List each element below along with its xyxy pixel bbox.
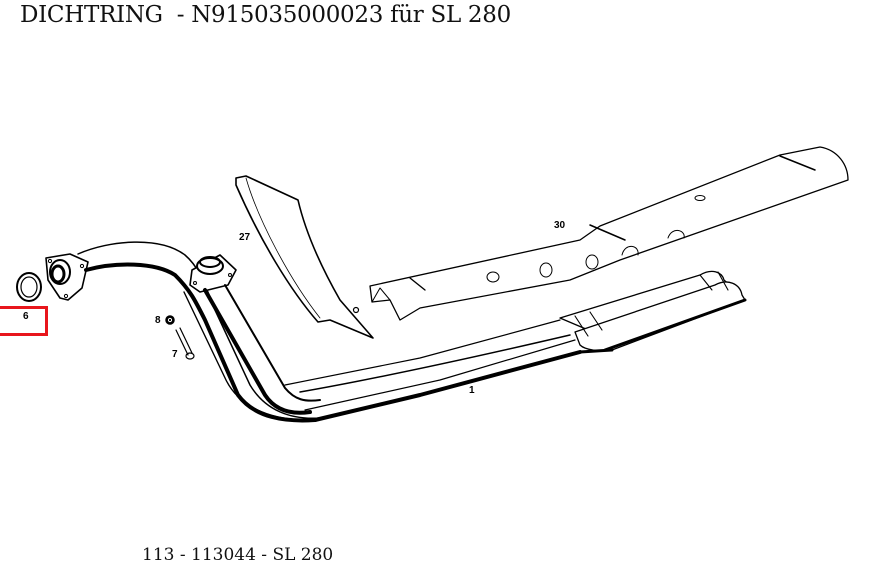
callout-27[interactable]: 27 bbox=[239, 232, 251, 243]
heat-shield-30 bbox=[369, 146, 849, 321]
rear-flange bbox=[189, 254, 237, 293]
callout-7[interactable]: 7 bbox=[172, 349, 178, 360]
front-flange bbox=[45, 253, 89, 301]
exhaust-pipes bbox=[284, 319, 582, 422]
selected-part-highlight bbox=[0, 306, 48, 336]
callout-1[interactable]: 1 bbox=[469, 385, 475, 396]
nut-part[interactable] bbox=[165, 315, 175, 325]
diagram-caption: 113 - 113044 - SL 280 bbox=[142, 545, 334, 565]
callout-30[interactable]: 30 bbox=[554, 220, 566, 231]
heat-shield-27 bbox=[235, 175, 374, 339]
callout-8[interactable]: 8 bbox=[155, 315, 161, 326]
rear-downpipe bbox=[203, 284, 321, 415]
bolt-part[interactable] bbox=[175, 327, 195, 360]
gasket-ring-part[interactable] bbox=[16, 272, 42, 302]
mufflers bbox=[559, 270, 747, 354]
page-title: DICHTRING - N915035000023 für SL 280 bbox=[20, 2, 511, 28]
callout-6[interactable]: 6 bbox=[23, 311, 29, 322]
